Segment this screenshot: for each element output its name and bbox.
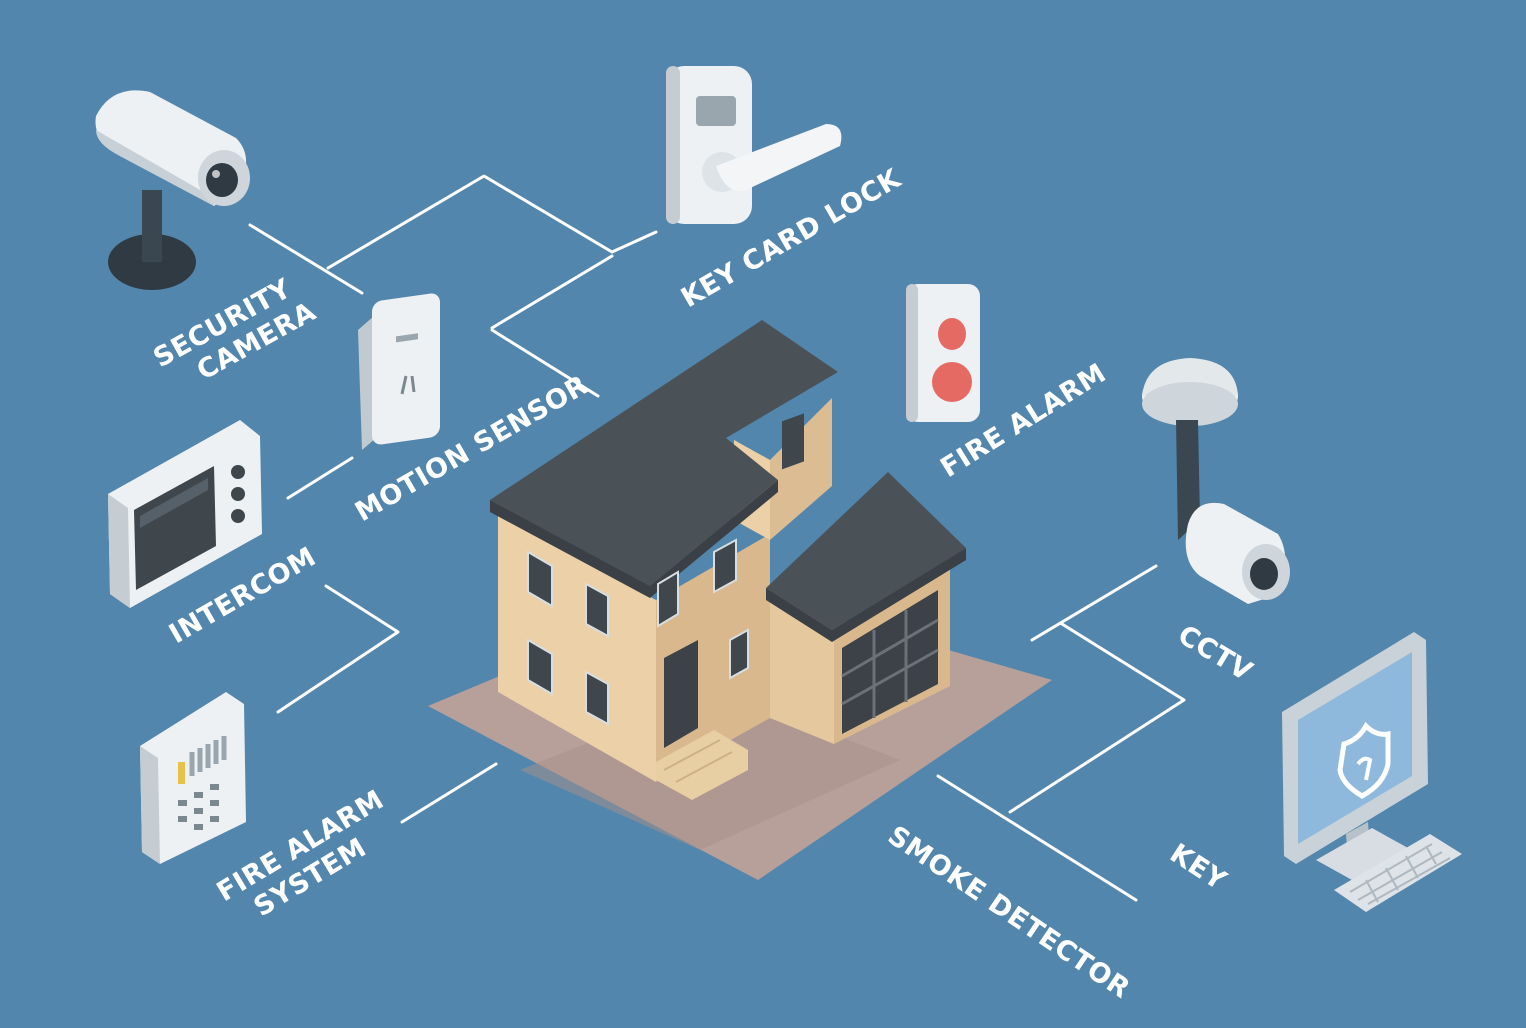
sensor-side bbox=[358, 316, 376, 450]
sensor-body bbox=[372, 293, 440, 445]
garage-roof bbox=[766, 472, 966, 630]
panel-body bbox=[140, 692, 246, 864]
keypad-key bbox=[210, 800, 219, 806]
keypad-key bbox=[194, 808, 203, 814]
security-camera-icon bbox=[95, 90, 250, 290]
fire-alarm-button-bottom bbox=[932, 362, 972, 402]
window-7 bbox=[729, 628, 749, 680]
connector-cctv bbox=[1008, 564, 1186, 814]
intercom-screen-glare bbox=[140, 478, 208, 528]
panel-keypad bbox=[178, 784, 219, 830]
camera-body-shade bbox=[96, 130, 214, 206]
intercom-button-1 bbox=[231, 465, 245, 479]
label-cctv: CCTV bbox=[1172, 619, 1257, 687]
label-smoke-detector: SMOKE DETECTOR bbox=[882, 820, 1135, 1005]
fire-alarm-panel-icon bbox=[140, 692, 246, 864]
connector-intercom bbox=[286, 456, 354, 500]
sensor-mark bbox=[400, 375, 416, 395]
connector-lines bbox=[248, 174, 1186, 902]
garage-door-panels bbox=[841, 610, 939, 718]
house-icon bbox=[428, 320, 1052, 880]
monitor-screen bbox=[1298, 652, 1412, 844]
window-4 bbox=[585, 670, 609, 726]
keypad-key bbox=[210, 816, 219, 822]
lock-plate-edge bbox=[666, 66, 680, 224]
main-roof-edge bbox=[490, 480, 778, 598]
computer-monitor-icon bbox=[1282, 632, 1462, 912]
garage-door bbox=[842, 590, 938, 734]
keypad-key bbox=[210, 784, 219, 790]
intercom-icon bbox=[108, 420, 262, 608]
lock-handle bbox=[716, 124, 842, 191]
connector-alarm-system-house bbox=[400, 762, 498, 824]
panel-indicator-bars bbox=[189, 736, 227, 776]
house-windows bbox=[527, 538, 749, 726]
intercom-side bbox=[108, 494, 130, 608]
fire-alarm-icon bbox=[906, 284, 980, 422]
key-card-lock-icon bbox=[666, 66, 842, 224]
label-security-camera: SECURITY CAMERA bbox=[148, 268, 321, 402]
lock-card-slot bbox=[696, 96, 736, 126]
keypad-key bbox=[178, 816, 187, 822]
upper-window bbox=[782, 413, 804, 470]
connector-camera-lock bbox=[248, 174, 658, 330]
front-steps bbox=[656, 730, 748, 800]
front-steps-lines bbox=[663, 739, 733, 783]
keypad-key bbox=[194, 824, 203, 830]
window-6 bbox=[713, 538, 737, 594]
window-2 bbox=[585, 582, 609, 638]
keypad-key bbox=[178, 800, 187, 806]
cctv-mount-rim bbox=[1142, 382, 1238, 426]
main-roof bbox=[490, 320, 838, 586]
front-door bbox=[664, 640, 698, 748]
monitor-stand-base bbox=[1316, 828, 1408, 880]
intercom-button-2 bbox=[231, 487, 245, 501]
connector-smoke-detector bbox=[936, 774, 1138, 902]
camera-lens-glint bbox=[212, 170, 220, 178]
motion-sensor-icon bbox=[358, 293, 440, 450]
panel-side bbox=[140, 746, 160, 864]
intercom-button-3 bbox=[231, 509, 245, 523]
cctv-camera-icon bbox=[1142, 358, 1290, 604]
window-1 bbox=[527, 550, 553, 608]
fire-alarm-edge bbox=[906, 284, 918, 422]
camera-pole bbox=[142, 190, 162, 262]
connector-alarm-system bbox=[276, 584, 400, 714]
label-key: KEY bbox=[1164, 838, 1232, 897]
camera-lens bbox=[206, 163, 238, 197]
cctv-stem bbox=[1176, 420, 1200, 540]
panel-indicator-yellow bbox=[178, 762, 185, 784]
window-3 bbox=[527, 638, 553, 696]
connector-house-top bbox=[490, 328, 600, 398]
intercom-screen bbox=[134, 466, 216, 590]
window-5 bbox=[657, 570, 679, 628]
fire-alarm-button-top bbox=[938, 318, 966, 350]
cctv-lens bbox=[1250, 558, 1278, 590]
keypad-key bbox=[194, 792, 203, 798]
keyboard-keys bbox=[1349, 843, 1451, 905]
upper-wall-side bbox=[770, 398, 832, 540]
sensor-window bbox=[396, 333, 418, 343]
shield-icon bbox=[1337, 721, 1391, 799]
garage-wall-front bbox=[770, 600, 834, 744]
